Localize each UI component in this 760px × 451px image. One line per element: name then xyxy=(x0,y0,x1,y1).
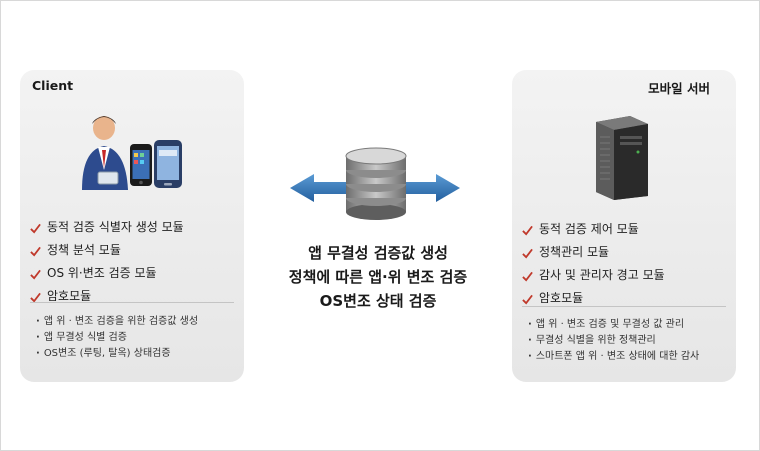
client-title: Client xyxy=(32,78,74,93)
module-item: 정책관리 모듈 xyxy=(522,241,665,264)
center-line: 정책에 따른 앱·위 변조 검증 xyxy=(288,268,468,286)
center-description: 앱 무결성 검증값 생성 정책에 따른 앱·위 변조 검증 OS변조 상태 검증 xyxy=(250,241,506,313)
user-with-phones-icon xyxy=(82,116,182,190)
detail-item: 앱 무결성 식별 검증 xyxy=(36,330,198,346)
detail-item: 앱 위 · 변조 검증을 위한 검증값 생성 xyxy=(36,314,198,330)
module-item: 동적 검증 식별자 생성 모듈 xyxy=(30,216,184,239)
module-item: 암호모듈 xyxy=(30,285,184,308)
detail-item: 스마트폰 앱 위 · 변조 상태에 대한 감사 xyxy=(528,349,699,365)
check-icon xyxy=(522,271,533,282)
module-label: 암호모듈 xyxy=(539,291,584,305)
module-label: 동적 검증 식별자 생성 모듈 xyxy=(47,220,184,234)
server-divider xyxy=(522,306,726,307)
module-item: OS 위·변조 검증 모듈 xyxy=(30,262,184,285)
module-item: 동적 검증 제어 모듈 xyxy=(522,218,665,241)
server-title: 모바일 서버 xyxy=(648,81,710,96)
module-label: 암호모듈 xyxy=(47,289,92,303)
module-label: 정책관리 모듈 xyxy=(539,245,610,259)
client-panel: Client 동적 검증 식별자 생성 모듈 정책 분석 모듈 xyxy=(20,70,244,382)
database-icon xyxy=(345,147,407,220)
server-detail-list: 앱 위 · 변조 검증 및 무결성 값 관리 무결성 식별을 위한 정책관리 스… xyxy=(528,317,699,365)
server-module-list: 동적 검증 제어 모듈 정책관리 모듈 감사 및 관리자 경고 모듈 암호모듈 xyxy=(522,218,665,310)
detail-item: 무결성 식별을 위한 정책관리 xyxy=(528,333,699,349)
detail-item: OS변조 (루팅, 탈옥) 상태검증 xyxy=(36,346,198,362)
center-line: OS변조 상태 검증 xyxy=(319,292,437,310)
client-divider xyxy=(30,302,234,303)
module-item: 암호모듈 xyxy=(522,287,665,310)
check-icon xyxy=(30,292,41,303)
check-icon xyxy=(30,269,41,280)
check-icon xyxy=(30,223,41,234)
detail-item: 앱 위 · 변조 검증 및 무결성 값 관리 xyxy=(528,317,699,333)
bidirectional-arrow-icon xyxy=(290,147,460,220)
center-line: 앱 무결성 검증값 생성 xyxy=(308,244,448,262)
module-label: 동적 검증 제어 모듈 xyxy=(539,222,639,236)
client-module-list: 동적 검증 식별자 생성 모듈 정책 분석 모듈 OS 위·변조 검증 모듈 암… xyxy=(30,216,184,308)
module-item: 감사 및 관리자 경고 모듈 xyxy=(522,264,665,287)
check-icon xyxy=(522,294,533,305)
module-item: 정책 분석 모듈 xyxy=(30,239,184,262)
server-tower-icon xyxy=(596,116,648,200)
check-icon xyxy=(30,246,41,257)
client-detail-list: 앱 위 · 변조 검증을 위한 검증값 생성 앱 무결성 식별 검증 OS변조 … xyxy=(36,314,198,362)
module-label: OS 위·변조 검증 모듈 xyxy=(47,266,157,280)
server-panel: 모바일 서버 동적 검증 제어 모듈 정책관리 모듈 xyxy=(512,70,736,382)
module-label: 정책 분석 모듈 xyxy=(47,243,121,257)
check-icon xyxy=(522,225,533,236)
module-label: 감사 및 관리자 경고 모듈 xyxy=(539,268,665,282)
check-icon xyxy=(522,248,533,259)
